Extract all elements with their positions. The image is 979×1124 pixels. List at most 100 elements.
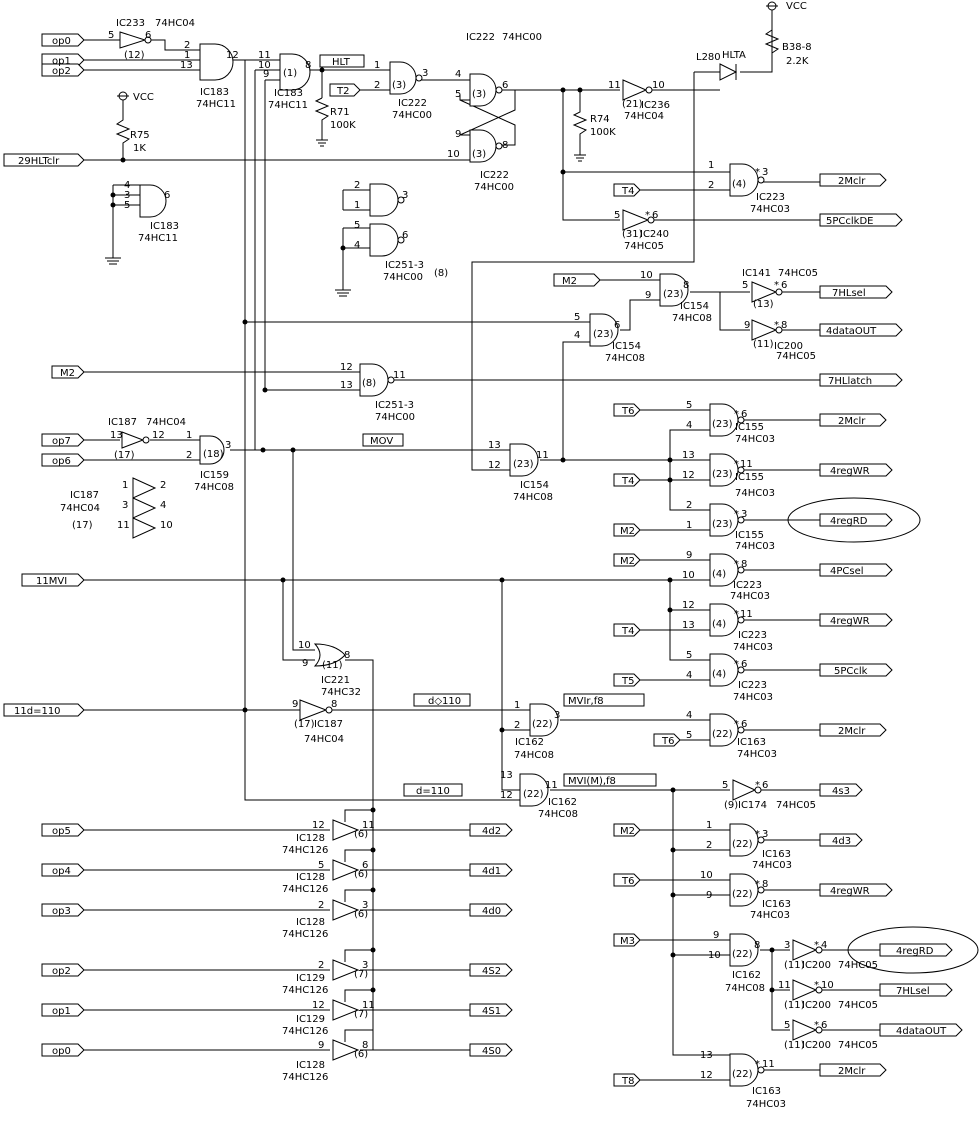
- schematic-text-230: 2: [354, 180, 360, 191]
- schematic-text-148: IC221: [321, 675, 350, 686]
- schematic-shape-114: [670, 787, 676, 793]
- schematic-text-80: IC183: [150, 221, 179, 232]
- vcc-label-top: VCC: [786, 1, 807, 12]
- out-mclr-d: 2Mclr: [838, 1066, 866, 1077]
- schematic-text-314: 10: [821, 980, 834, 991]
- ic162-and-a: [529, 703, 559, 737]
- schematic-shape-149: [647, 216, 655, 224]
- schematic-text-83: 74HC00: [392, 110, 432, 121]
- ic200-inverter-c: [792, 979, 818, 1001]
- ic233-inverter: [119, 31, 147, 49]
- junction-dots: [110, 67, 775, 993]
- ic183-and-gate-a: [199, 43, 234, 81]
- schematic-shape-22: [572, 90, 588, 155]
- schematic-text-123: (18): [203, 449, 224, 460]
- schematic-text-106: IC154: [612, 341, 641, 352]
- ic222-nand-a: [389, 61, 417, 95]
- schematic-text-342: *: [734, 719, 739, 730]
- ic163-nand-a: [709, 713, 739, 747]
- schematic-text-313: 11: [778, 980, 791, 991]
- schematic-shape-97: [560, 87, 566, 93]
- ic129-buffer-b: [332, 999, 360, 1021]
- ic200-inverter-a: [751, 319, 778, 341]
- net-hlt: HLT: [332, 57, 351, 68]
- schematic-text-311: 3: [784, 940, 790, 951]
- schematic-text-270: 6: [741, 409, 747, 420]
- r74-label: R74: [590, 114, 610, 125]
- schematic-text-100: IC251-3: [385, 260, 424, 271]
- schematic-text-176: 74HC05: [838, 960, 878, 971]
- hlta-label: HLTA: [722, 50, 746, 61]
- schematic-text-143: 74HC03: [733, 642, 773, 653]
- schematic-text-218: 4: [455, 69, 461, 80]
- schematic-shape-121: [370, 847, 376, 853]
- schematic-text-166: IC163: [762, 849, 791, 860]
- schematic-shape-157: [387, 376, 395, 384]
- ic223-nand-c: [709, 603, 739, 637]
- schematic-text-109: IC141: [742, 268, 771, 279]
- signal-m2-c: M2: [620, 526, 635, 537]
- signal-t5: T5: [621, 676, 634, 687]
- schematic-text-136: IC187: [70, 490, 99, 501]
- schematic-text-254: 13: [110, 430, 123, 441]
- out-s2: 4S2: [482, 966, 501, 977]
- ic163-nand-d: [729, 1053, 759, 1087]
- out-pcclkde: 5PCclkDE: [826, 216, 873, 227]
- schematic-text-199: IC129: [296, 1014, 325, 1025]
- signal-text: op0 op1 op2 29HLTclr M2 op7 op6 11MVI 11…: [14, 36, 947, 1087]
- schematic-text-304: 3: [762, 829, 768, 840]
- schematic-shape-10: [314, 97, 330, 140]
- schematic-text-349: *: [755, 1059, 760, 1070]
- schematic-shape-233: [613, 873, 641, 887]
- schematic-text-77: IC183: [274, 88, 303, 99]
- schematic-text-195: (6): [354, 909, 368, 920]
- schematic-text-181: IC200: [802, 1040, 831, 1051]
- schematic-text-341: *: [734, 659, 739, 670]
- signal-op6: op6: [52, 456, 71, 467]
- schematic-text-295: 5: [686, 730, 692, 741]
- ic128-buffer-d: [332, 1039, 360, 1061]
- schematic-text-250: 6: [614, 320, 620, 331]
- schematic-shape-268: [847, 926, 979, 974]
- net-mvi-m: MVI(M),f8: [568, 776, 616, 787]
- schematic-text-259: 1: [122, 480, 128, 491]
- schematic-shape-249: [819, 833, 863, 847]
- schematic-shape-68: [282, 580, 315, 661]
- schematic-text-118: IC187: [108, 417, 137, 428]
- signal-op4: op4: [52, 866, 71, 877]
- schematic-text-201: (7): [354, 1009, 368, 1020]
- part-labels: VCC VCC R71 100K R74 100K R75 1K B38-8 2…: [130, 1, 812, 154]
- out-s3: 4s3: [832, 786, 850, 797]
- schematic-text-102: (8): [434, 268, 448, 279]
- schematic-text-289: 9: [292, 699, 298, 710]
- schematic-text-257: 2: [186, 450, 192, 461]
- schematic-text-112: IC200: [774, 341, 803, 352]
- schematic-text-191: 74HC126: [282, 884, 328, 895]
- schematic-text-253: 11: [393, 370, 406, 381]
- schematic-shape-168: [737, 516, 745, 524]
- schematic-text-212: 10: [258, 60, 271, 71]
- signal-t6-a: T6: [621, 406, 634, 417]
- schematic-text-277: 9: [686, 550, 692, 561]
- schematic-shape-247: [819, 723, 887, 737]
- schematic-shape-264: [403, 783, 463, 797]
- schematic-text-291: 1: [514, 700, 520, 711]
- out-d2: 4d2: [482, 826, 501, 837]
- schematic-text-169: IC163: [762, 899, 791, 910]
- schematic-text-285: 6: [741, 659, 747, 670]
- schematic-text-134: 74HC03: [735, 541, 775, 552]
- schematic-shape-251: [879, 943, 953, 957]
- schematic-shape-104: [290, 447, 296, 453]
- schematic-text-219: 5: [455, 89, 461, 100]
- schematic-text-128: 74HC03: [735, 434, 775, 445]
- out-s1: 4S1: [482, 1006, 501, 1017]
- schematic-shape-42: [690, 291, 750, 331]
- schematic-text-89: 74HC00: [474, 182, 514, 193]
- ic251-nand-a: [369, 183, 399, 217]
- ic154-and-c: [509, 443, 539, 477]
- ic183-and-gate-b: [279, 53, 311, 91]
- schematic-text-280: 12: [682, 600, 695, 611]
- schematic-text-336: *: [734, 409, 739, 420]
- ic154-and-a: [659, 273, 689, 307]
- schematic-text-115: IC251-3: [375, 400, 414, 411]
